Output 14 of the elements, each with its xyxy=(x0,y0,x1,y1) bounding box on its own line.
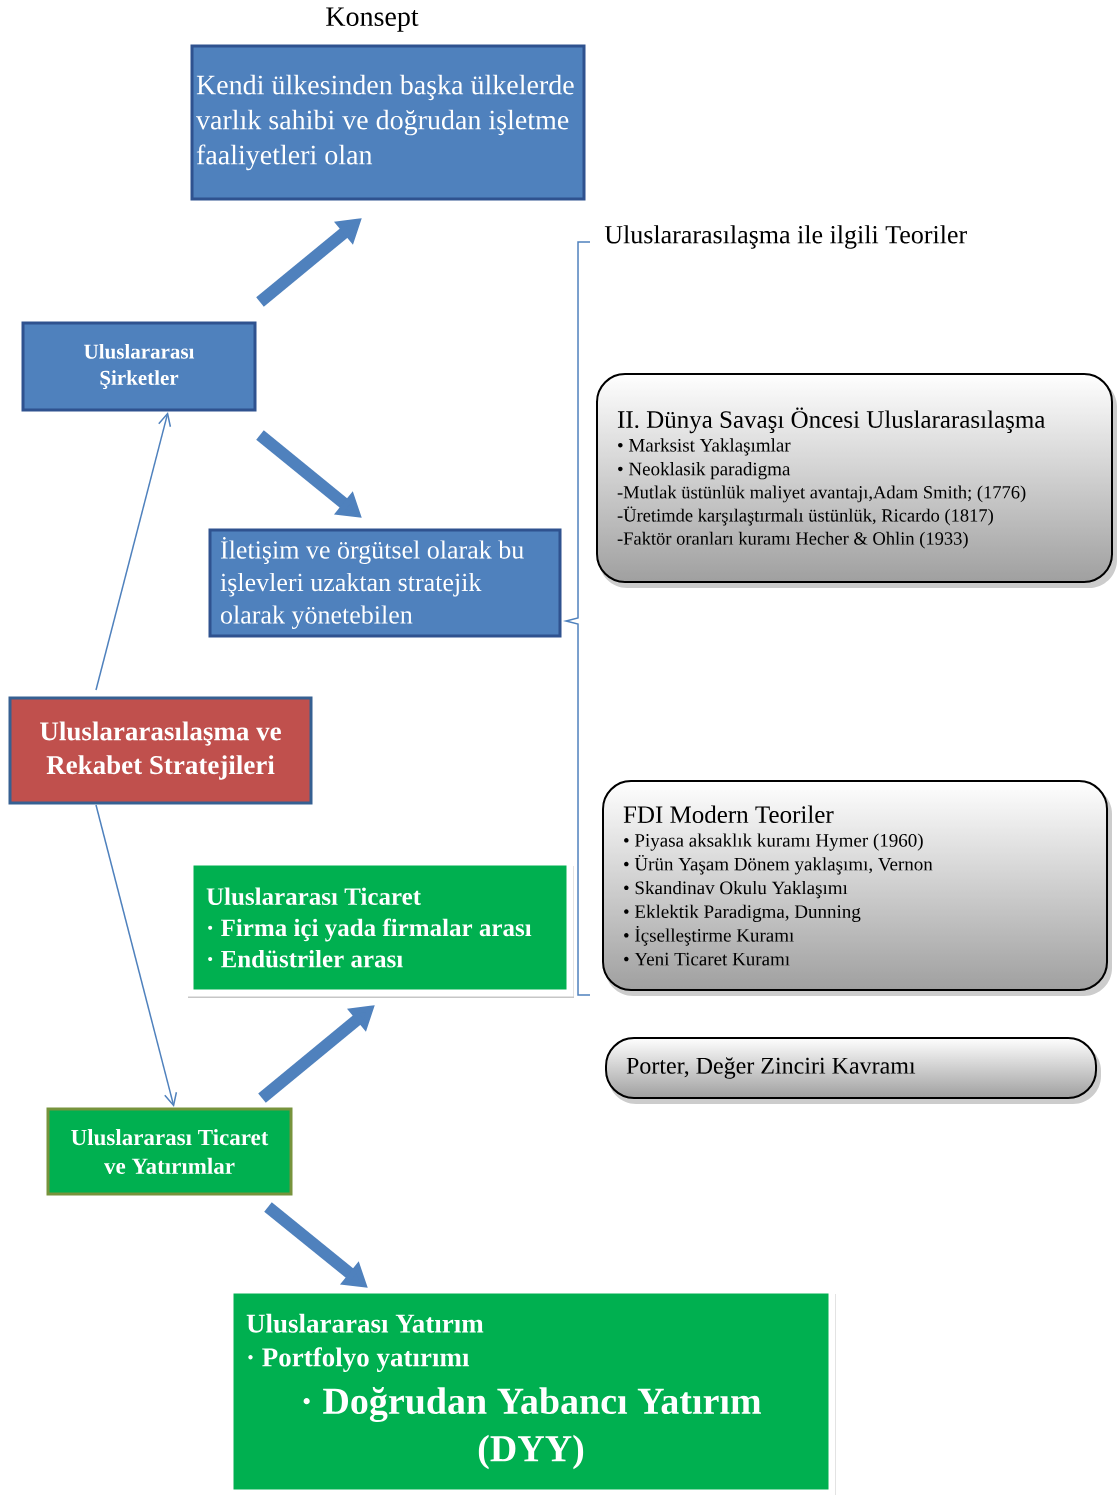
process-box: Uluslararası Ticaret · Firma içi yada firmalar arası · Endüstriler arası xyxy=(186,858,574,998)
arrow xyxy=(95,804,178,1107)
node-label: Konsept xyxy=(326,7,419,32)
theory-box: II. Dünya Savaşı Öncesi Uluslararasılaşma • Marksist Yaklaşımlar • Neoklasik paradigma -Mutlak üstünlük maliyet avantajı,Adam Smith; (1776) -Üretimde karşılaştırmalı üstünlük, Ricardo (1817) -Faktör oranları kuramı Hecher & Ohlin (1933) xyxy=(596,373,1117,588)
theory-box: Porter, Değer Zinciri Kavramı xyxy=(605,1037,1101,1104)
process-box: İletişim ve örgütsel olarak bu işlevleri uzaktan stratejik olarak yönetebilen xyxy=(208,528,562,638)
bracket-label: Uluslararasılaşma ile ilgili Teoriler xyxy=(604,225,967,249)
strategy-box: Uluslararasılaşma ve Rekabet Stratejileri xyxy=(8,696,313,805)
arrow xyxy=(95,412,172,691)
concept-box: Konsept Kendi ülkesinden başka ülkelerde varlık sahibi ve doğrudan işletme faaliyetleri olan xyxy=(190,7,586,201)
process-box: Uluslararası Şirketler xyxy=(21,321,257,412)
process-box: Uluslararası Yatırım · Portfolyo yatırımı · Doğrudan Yabancı Yatırım (DYY) xyxy=(226,1286,836,1495)
process-box: Uluslararası Ticaret ve Yatırımlar xyxy=(46,1107,293,1196)
theory-box: FDI Modern Teoriler • Piyasa aksaklık kuramı Hymer (1960) • Ürün Yaşam Dönem yaklaşımı, Vernon • Skandinav Okulu Yaklaşımı • Eklektik Paradigma, Dunning • İçselleştirme Kuramı • Yeni Ticaret Kuramı xyxy=(602,780,1112,996)
